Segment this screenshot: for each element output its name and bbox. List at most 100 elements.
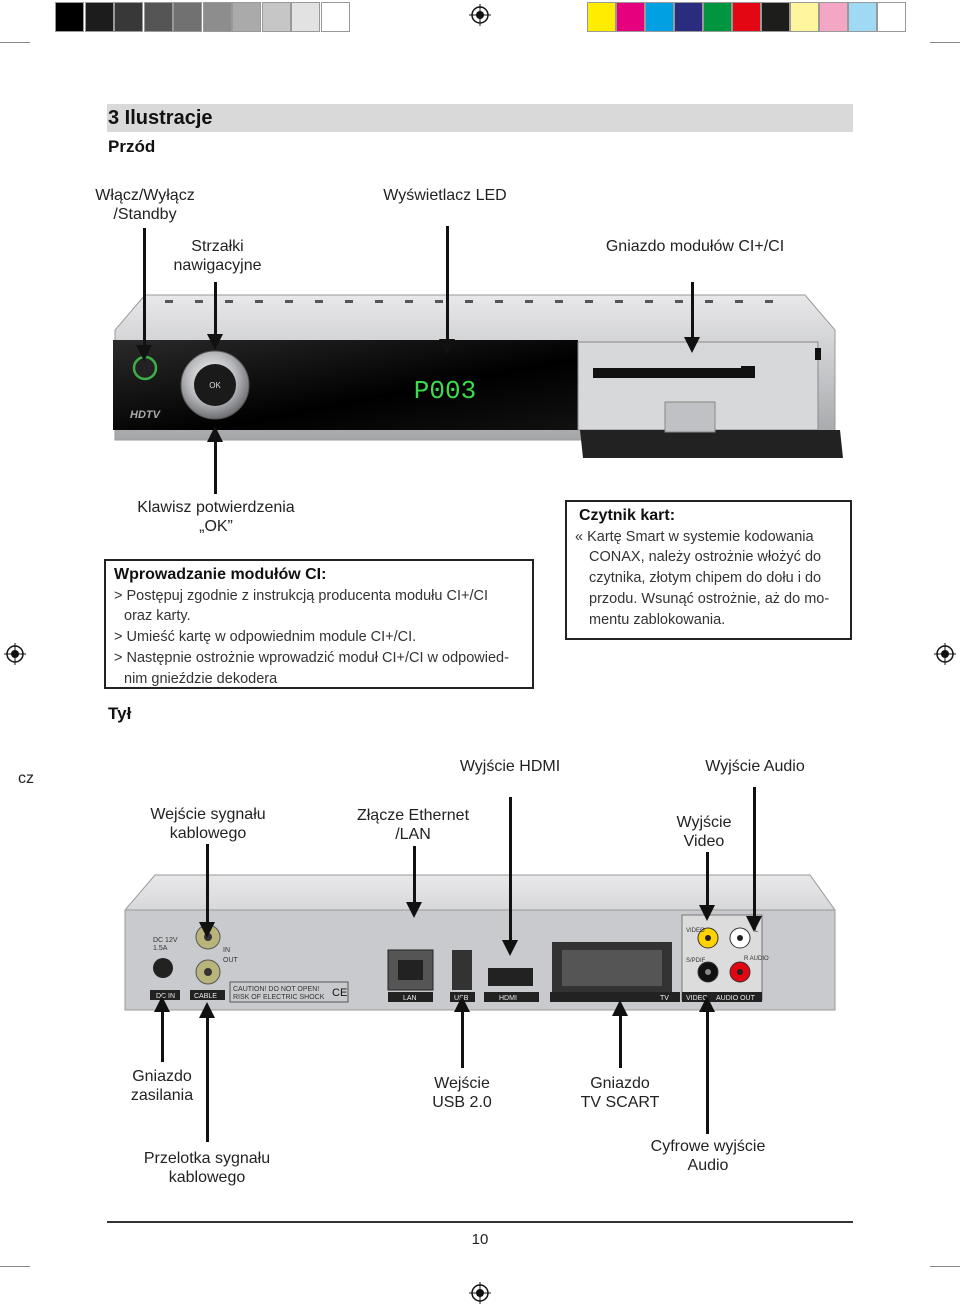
arrow-power (143, 228, 146, 352)
card-line: mentu zablokowania. (589, 611, 726, 628)
gray-swatch (291, 2, 320, 32)
section-title-bar (107, 104, 853, 132)
arrow-video (706, 852, 709, 910)
arrow-audio (753, 787, 756, 921)
label-led: Wyświetlacz LED (383, 187, 507, 204)
registration-mark-icon (469, 1282, 491, 1304)
caution-text: CAUTION! DO NOT OPEN!RISK OF ELECTRIC SH… (233, 986, 325, 1001)
lan-label: LAN (403, 995, 417, 1002)
hdmi-label: HDMI (499, 995, 517, 1002)
arrow-head-icon (454, 996, 470, 1012)
arrow-led (446, 226, 449, 346)
arrow-scart (619, 1014, 622, 1068)
gray-swatch (143, 2, 173, 32)
arrow-cable-in (206, 844, 209, 928)
brand-logo: HDTV (130, 409, 162, 421)
arrow-head-icon (207, 426, 223, 442)
ci-module-box: Wprowadzanie modułów CI: > Postępuj zgod… (104, 559, 534, 689)
ci-item: nim gnieździe dekodera (124, 670, 278, 687)
arrow-navigation (214, 282, 217, 342)
registration-mark-icon (934, 643, 956, 665)
gray-swatch (202, 2, 232, 32)
arrow-head-icon (746, 916, 762, 932)
color-swatch (732, 2, 761, 32)
ci-item: > Postępuj zgodnie z instrukcją producen… (114, 587, 488, 604)
arrow-head-icon (199, 922, 215, 938)
crop-mark (0, 1266, 30, 1267)
footer-rule (107, 1221, 853, 1223)
video-socket-label: VIDEO (686, 928, 705, 934)
card-box-heading: Czytnik kart: (579, 507, 676, 524)
language-tab: cz (18, 770, 34, 787)
label-spdif: Cyfrowe wyjście Audio (650, 1138, 766, 1174)
color-swatch (790, 2, 819, 32)
card-line: « Kartę Smart w systemie kodowania (575, 528, 814, 545)
back-heading: Tył (108, 704, 132, 723)
gray-swatch (232, 2, 261, 32)
color-swatch (616, 2, 645, 32)
audio-out-label: AUDIO OUT (716, 995, 756, 1002)
arrow-spdif (706, 1010, 709, 1134)
color-swatch (819, 2, 848, 32)
cable-label: CABLE (194, 993, 217, 1000)
color-swatch (877, 2, 906, 32)
crop-mark (930, 42, 960, 43)
label-cable-in: Wejście sygnału kablowego (150, 806, 266, 842)
section-title: 3 Ilustracje (108, 107, 213, 129)
arrow-head-icon (699, 996, 715, 1012)
label-ok-key: Klawisz potwierdzenia „OK” (137, 499, 295, 535)
front-heading: Przód (108, 137, 156, 156)
label-ethernet: Złącze Ethernet /LAN (356, 807, 470, 843)
color-swatch (703, 2, 732, 32)
color-swatch (645, 2, 674, 32)
arrow-usb (461, 1010, 464, 1068)
label-hdmi: Wyjście HDMI (459, 758, 561, 775)
tv-label: TV (660, 995, 669, 1002)
color-swatch (587, 2, 616, 32)
gray-swatch (55, 2, 84, 32)
card-reader-box: Czytnik kart: « Kartę Smart w systemie k… (565, 500, 852, 640)
arrow-cable-loop (206, 1016, 209, 1142)
card-line: czytnika, złotym chipem do dołu i do (589, 570, 822, 587)
gray-swatch (173, 2, 202, 32)
label-power-socket: Gniazdo zasilania (130, 1068, 194, 1104)
ci-box-heading: Wprowadzanie modułów CI: (114, 566, 327, 583)
arrow-head-icon (207, 334, 223, 350)
label-usb: Wejście USB 2.0 (432, 1075, 492, 1111)
card-line: CONAX, należy ostrożnie włożyć do (589, 549, 822, 566)
label-arrows: Strzałki nawigacyjne (173, 238, 262, 274)
arrow-power-socket (161, 1010, 164, 1062)
out-label: OUT (223, 957, 239, 964)
registration-mark-icon (4, 643, 26, 665)
arrow-head-icon (684, 337, 700, 353)
arrow-head-icon (199, 1002, 215, 1018)
in-label: IN (223, 947, 230, 954)
gray-swatch (114, 2, 143, 32)
arrow-head-icon (154, 996, 170, 1012)
label-audio: Wyjście Audio (705, 758, 805, 775)
label-video: Wyjście Video (676, 814, 732, 850)
arrow-ci-slot (691, 282, 694, 344)
arrow-head-icon (612, 1000, 628, 1016)
arrow-head-icon (406, 902, 422, 918)
arrow-ok (214, 440, 217, 494)
arrow-head-icon (136, 345, 152, 361)
ok-button-label: OK (209, 381, 221, 390)
registration-mark-icon (469, 4, 491, 26)
label-cable-loop: Przelotka sygnału kablowego (143, 1150, 271, 1186)
ci-item: oraz karty. (124, 608, 191, 625)
gray-swatch (84, 2, 114, 32)
receiver-front-image: OK P003 HDTV (113, 294, 843, 458)
video-out-label: VIDEO (686, 995, 708, 1002)
label-ci-slot: Gniazdo modułów CI+/CI (605, 238, 785, 255)
arrow-ethernet (413, 846, 416, 908)
page-number: 10 (471, 1231, 489, 1248)
spdif-label: S/PDIF (686, 958, 706, 964)
color-swatch (848, 2, 877, 32)
arrow-head-icon (699, 905, 715, 921)
label-scart: Gniazdo TV SCART (580, 1075, 660, 1111)
crop-mark (930, 1266, 960, 1267)
color-swatch (674, 2, 703, 32)
arrow-head-icon (439, 339, 455, 355)
